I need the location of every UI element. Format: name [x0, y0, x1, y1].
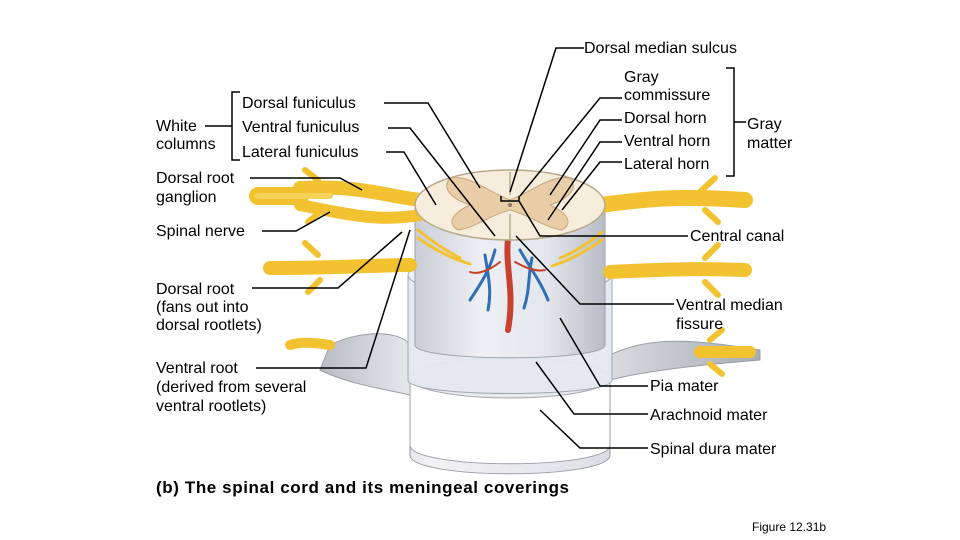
label-dorsal-root-ganglion-line2: ganglion — [156, 189, 217, 206]
label-dorsal-median-sulcus: Dorsal median sulcus — [584, 40, 737, 57]
label-ventral-funiculus: Ventral funiculus — [242, 119, 360, 136]
figure-number: Figure 12.31b — [752, 520, 827, 534]
label-central-canal: Central canal — [690, 228, 785, 245]
label-ventral-root-line3: ventral rootlets) — [156, 398, 267, 415]
label-dorsal-horn: Dorsal horn — [624, 110, 707, 127]
label-gray-matter-line1: Gray — [747, 116, 782, 133]
label-dorsal-root-line1: Dorsal root — [156, 281, 235, 298]
label-ventral-median-fissure-line2: fissure — [676, 316, 724, 333]
label-pia-mater: Pia mater — [650, 378, 719, 395]
label-dorsal-root-line2: (fans out into — [156, 299, 249, 316]
label-ventral-median-fissure-line1: Ventral median — [676, 297, 783, 314]
cord-cross-section — [414, 169, 606, 241]
label-white-columns-line1: White — [156, 118, 197, 135]
label-gray-matter-line2: matter — [747, 135, 793, 152]
label-spinal-dura-mater: Spinal dura mater — [650, 441, 777, 458]
label-dorsal-root-ganglion-line1: Dorsal root — [156, 170, 235, 187]
label-white-columns-line2: columns — [156, 136, 216, 153]
label-gray-commissure-line1: Gray — [624, 69, 659, 86]
label-lateral-horn: Lateral horn — [624, 156, 710, 173]
label-ventral-root-line1: Ventral root — [156, 360, 238, 377]
label-spinal-nerve: Spinal nerve — [156, 223, 245, 240]
label-lateral-funiculus: Lateral funiculus — [242, 144, 359, 161]
label-gray-commissure-line2: commissure — [624, 87, 711, 104]
label-ventral-root-line2: (derived from several — [156, 379, 307, 396]
label-dorsal-root-line3: dorsal rootlets) — [156, 317, 262, 334]
figure-caption: (b) The spinal cord and its meningeal co… — [156, 478, 570, 497]
label-arachnoid-mater: Arachnoid mater — [650, 407, 768, 424]
leader-lines — [205, 47, 746, 449]
label-dorsal-funiculus: Dorsal funiculus — [242, 95, 356, 112]
blood-vessels — [468, 235, 550, 333]
label-ventral-horn: Ventral horn — [624, 133, 711, 150]
